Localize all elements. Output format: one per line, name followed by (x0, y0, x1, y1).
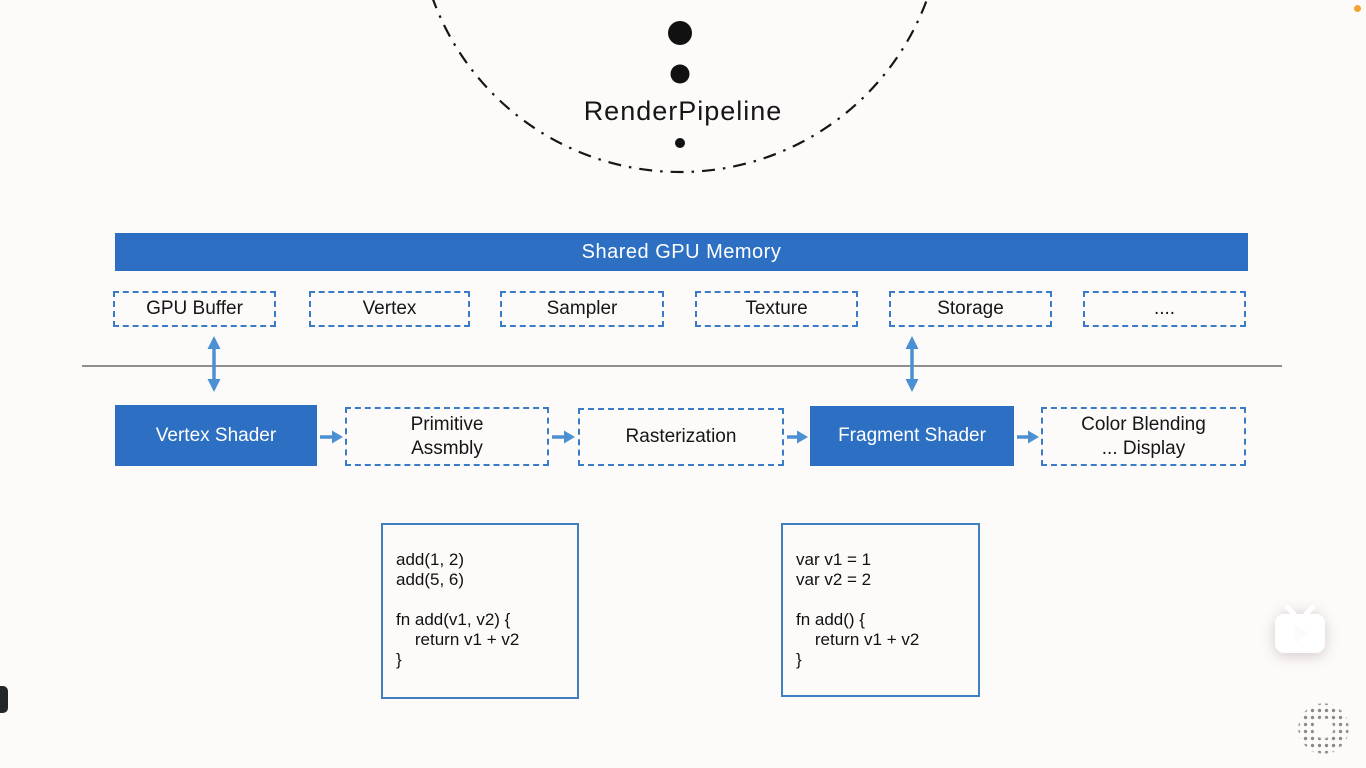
code-line: var v1 = 1 (796, 550, 872, 569)
stage-color-blending-display: Color Blending ... Display (1041, 407, 1246, 466)
fragment-shader-code-box: var v1 = 1 var v2 = 2 fn add() { return … (781, 523, 980, 697)
code-line (396, 590, 577, 610)
memory-box-label: Vertex (362, 298, 417, 319)
code-line: var v2 = 2 (796, 570, 872, 589)
shared-gpu-memory-bar: Shared GPU Memory (115, 233, 1248, 271)
tv-play-icon[interactable] (1271, 601, 1329, 659)
dash-dot-circle-icon (432, 0, 928, 174)
code-line: fn add() { (796, 610, 865, 629)
stage-vertex-shader: Vertex Shader (115, 405, 317, 466)
stage-label: ... Display (1101, 437, 1186, 459)
code-line: fn add(v1, v2) { (396, 610, 511, 629)
stage-label: Assmbly (411, 437, 483, 459)
memory-exchange-arrows (207, 336, 919, 392)
memory-box-label: GPU Buffer (146, 298, 243, 319)
code-line: add(5, 6) (396, 570, 465, 589)
side-tab-handle[interactable] (0, 686, 8, 713)
memory-box-gpu-buffer: GPU Buffer (113, 291, 276, 327)
shared-gpu-memory-label: Shared GPU Memory (581, 240, 782, 263)
memory-box-storage: Storage (889, 291, 1052, 327)
stage-fragment-shader: Fragment Shader (810, 406, 1014, 466)
memory-box-label: Storage (937, 298, 1004, 319)
stage-label: Rasterization (625, 426, 737, 447)
code-line: return v1 + v2 (796, 630, 920, 649)
code-line: } (796, 650, 802, 669)
stage-primitive-assembly: Primitive Assmbly (345, 407, 549, 466)
memory-box-more: .... (1083, 291, 1246, 327)
page-title: RenderPipeline (583, 96, 783, 126)
memory-box-texture: Texture (695, 291, 858, 327)
memory-box-sampler: Sampler (500, 291, 664, 327)
stage-label: Vertex Shader (155, 424, 277, 446)
memory-box-label: .... (1153, 298, 1176, 319)
stage-label: Color Blending (1081, 413, 1206, 435)
memory-box-vertex: Vertex (309, 291, 470, 327)
code-line: add(1, 2) (396, 550, 465, 569)
code-line: } (396, 650, 402, 669)
memory-box-label: Texture (745, 298, 808, 319)
ellipsis-dots-icon (668, 21, 692, 148)
memory-box-label: Sampler (546, 298, 618, 319)
halftone-ring-icon (1295, 700, 1352, 757)
stage-rasterization: Rasterization (578, 408, 784, 466)
vertex-shader-code-box: add(1, 2) add(5, 6) fn add(v1, v2) { ret… (381, 523, 579, 699)
stage-label: Primitive (410, 413, 484, 435)
code-line (796, 590, 978, 610)
play-triangle-icon (1295, 624, 1310, 643)
orange-dot (1354, 5, 1361, 12)
code-line: return v1 + v2 (396, 630, 520, 649)
stage-label: Fragment Shader (838, 425, 986, 446)
